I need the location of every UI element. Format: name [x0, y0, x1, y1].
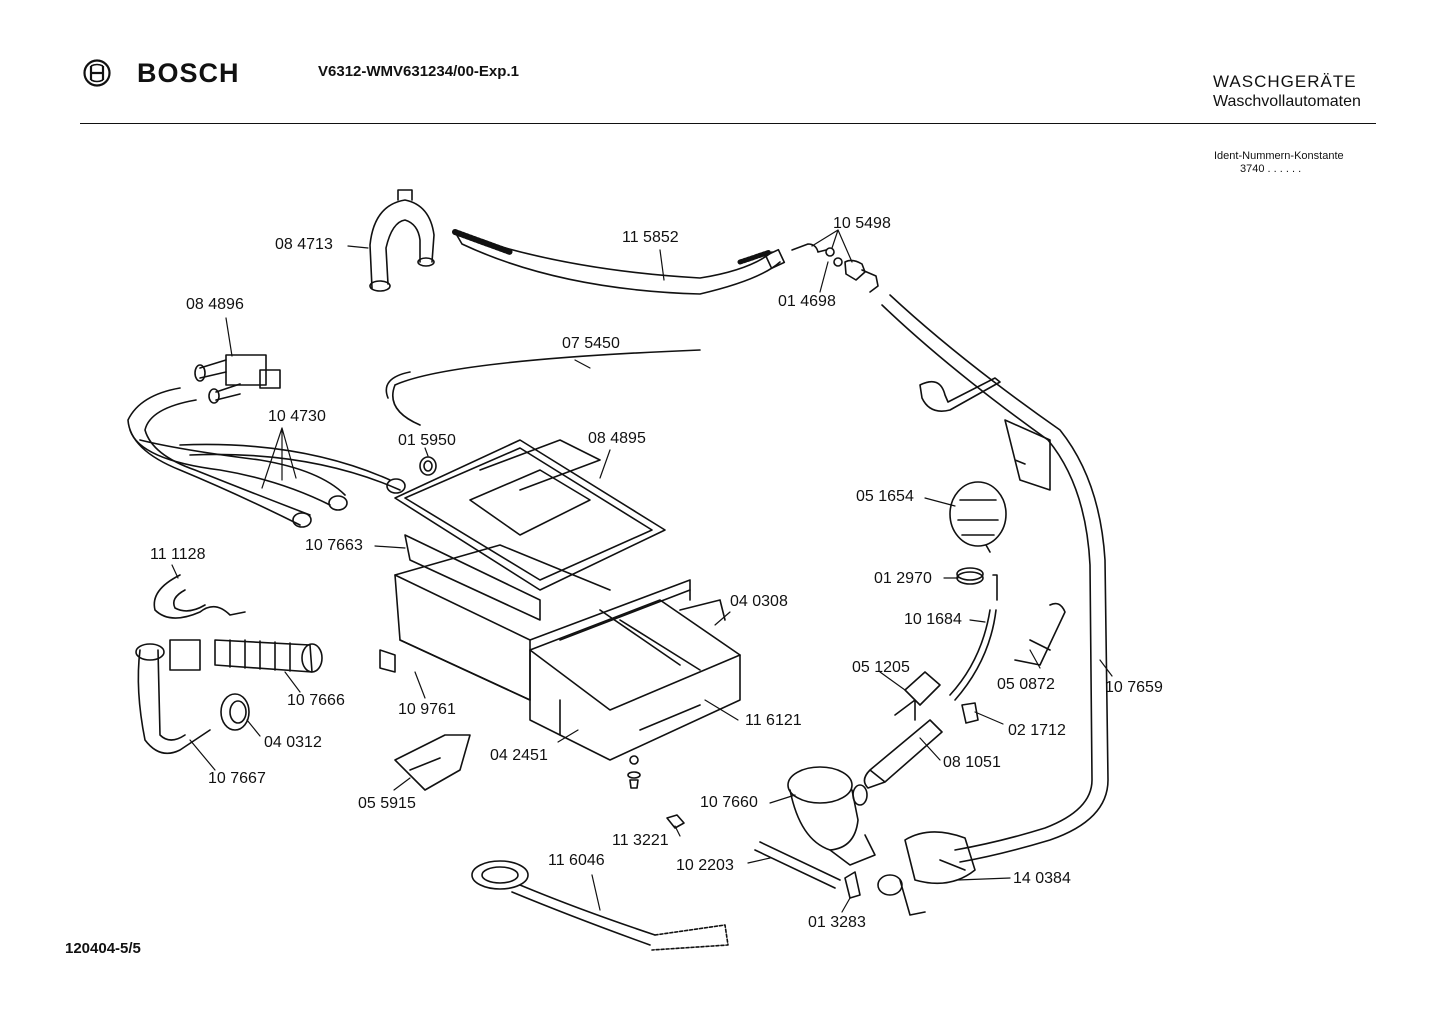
connector-part [844, 871, 861, 899]
category-title: WASCHGERÄTE [1213, 72, 1357, 91]
part-label: 10 7667 [208, 770, 266, 787]
part-label: 10 9761 [398, 701, 456, 718]
bellows-hose-part [214, 639, 323, 673]
small-tube-part [961, 702, 979, 724]
part-label: 08 4713 [275, 236, 333, 253]
spring-clip-part [1014, 602, 1066, 666]
inlet-hose-part [452, 229, 786, 295]
sheet-number: 120404-5/5 [65, 940, 141, 957]
part-label: 14 0384 [1013, 870, 1071, 887]
part-label: 04 0312 [264, 734, 322, 751]
inlet-valve-part [194, 354, 281, 404]
seal-ring-part [419, 456, 437, 476]
part-label: 10 7666 [287, 692, 345, 709]
part-label: 10 1684 [904, 611, 962, 628]
part-label: 01 3283 [808, 914, 866, 931]
part-label: 01 4698 [778, 293, 836, 310]
pressure-cap-part [956, 567, 998, 601]
part-label: 10 7663 [305, 537, 363, 554]
part-label: 11 6046 [548, 852, 605, 869]
pump-hose-part [881, 294, 1109, 863]
part-label: 01 5950 [398, 432, 456, 449]
dispenser-housing-part [379, 534, 691, 701]
part-label: 05 1205 [852, 659, 910, 676]
part-label: 05 5915 [358, 795, 416, 812]
part-label: 01 2970 [874, 570, 932, 587]
clamp-clip-part [394, 734, 471, 791]
header-rule [80, 123, 1376, 124]
switch-bracket-part [919, 377, 1001, 412]
hose-holder-part [894, 671, 941, 721]
sealing-sleeve-part [220, 693, 250, 731]
pressure-tube-part [949, 609, 997, 701]
part-label: 05 0872 [997, 676, 1055, 693]
hose-connector-fittings [791, 243, 879, 293]
hose-bracket-part [369, 189, 435, 292]
outlet-hose-part [471, 860, 729, 951]
part-label: 08 1051 [943, 754, 1001, 771]
part-label: 11 5852 [622, 229, 679, 246]
hose-section-part [863, 719, 943, 789]
connecting-hoses-part [127, 387, 406, 528]
part-label: 11 3221 [612, 832, 669, 849]
vent-tube-part [754, 841, 841, 889]
elbow-hose-part [153, 574, 246, 619]
brand-name: BOSCH [137, 58, 240, 88]
part-label: 10 7660 [700, 794, 758, 811]
dispenser-lid-part [394, 439, 666, 591]
part-label: 10 5498 [833, 215, 891, 232]
part-label: 10 2203 [676, 857, 734, 874]
part-label: 02 1712 [1008, 722, 1066, 739]
part-label: 07 5450 [562, 335, 620, 352]
part-label: 10 4730 [268, 408, 326, 425]
drain-pump-part [877, 831, 976, 916]
pressure-switch-part [949, 481, 1007, 553]
mounting-plate-part [1004, 419, 1051, 491]
part-label: 04 2451 [490, 747, 548, 764]
part-label: 11 6121 [745, 712, 802, 729]
part-label: 05 1654 [856, 488, 914, 505]
ident-label: Ident-Nummern-Konstante [1214, 150, 1344, 162]
detergent-drawer-part [529, 589, 741, 761]
part-label: 10 7659 [1105, 679, 1163, 696]
part-label: 04 0308 [730, 593, 788, 610]
part-label: 08 4896 [186, 296, 244, 313]
ident-value: 3740 . . . . . . [1240, 163, 1302, 175]
part-label: 08 4895 [588, 430, 646, 447]
screw-washer-part [627, 755, 641, 789]
air-tube-part [385, 349, 701, 426]
hose-clip-part [666, 814, 685, 829]
drain-sump-part [787, 766, 876, 866]
bosch-logo-icon [83, 59, 111, 87]
drain-hose-assembly-part [135, 639, 211, 755]
leader-lines [171, 229, 1113, 913]
part-label: 11 1128 [150, 546, 206, 563]
category-subtitle: Waschvollautomaten [1213, 93, 1361, 110]
model-number: V6312-WMV631234/00-Exp.1 [318, 63, 519, 80]
